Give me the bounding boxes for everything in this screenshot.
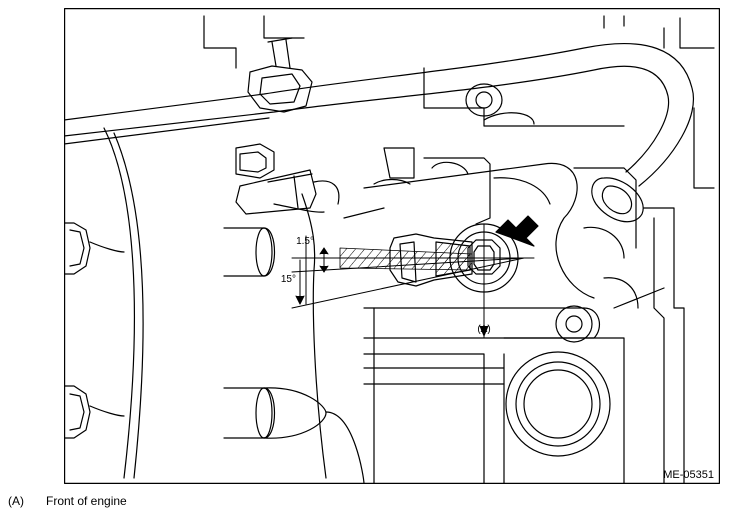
cylinder-head	[203, 15, 715, 189]
diagram-border	[64, 8, 720, 484]
engine-diagram: 1.5° 15° (A) ME-05351	[64, 8, 720, 484]
legend-text: Front of engine	[46, 494, 127, 508]
crank-housing	[363, 277, 665, 484]
callout-angle-large: 15°	[281, 274, 296, 285]
callout-angle-small: 1.5°	[296, 236, 314, 247]
legend-key: (A)	[8, 494, 24, 508]
upper-pipe	[64, 42, 694, 223]
left-bosses	[223, 227, 327, 439]
sensor-connector	[235, 143, 340, 215]
left-block	[64, 127, 144, 479]
mount-plate	[301, 147, 685, 484]
callout-a: (A)	[477, 324, 490, 335]
angle-lines	[291, 223, 535, 339]
indicator-arrow	[495, 215, 539, 247]
figure-id: ME-05351	[663, 469, 714, 481]
crank-angle-sensor	[339, 233, 473, 287]
legend-row: (A) Front of engine	[8, 494, 127, 508]
lower-left-boss	[325, 411, 365, 484]
pipe-clip	[247, 37, 313, 113]
